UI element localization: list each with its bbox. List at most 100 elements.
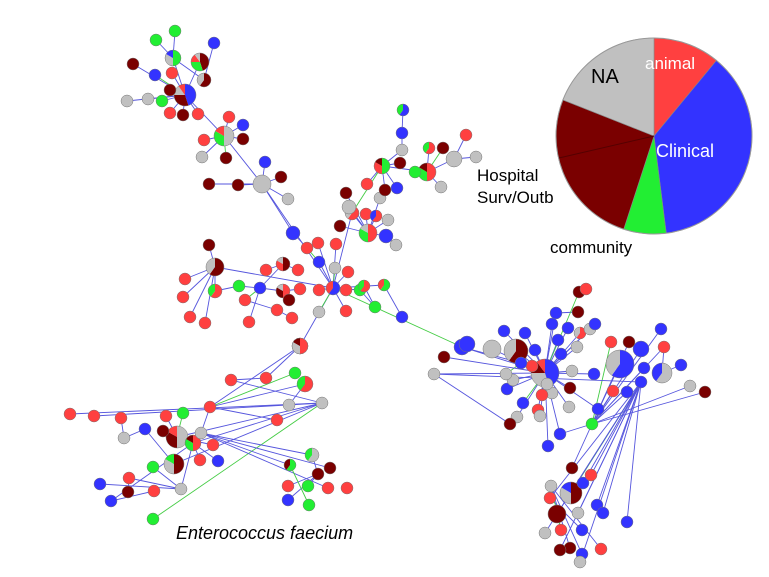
node-slice bbox=[541, 439, 555, 453]
network-edge bbox=[173, 402, 323, 465]
network-node bbox=[312, 305, 326, 319]
network-node bbox=[540, 377, 554, 391]
network-node bbox=[282, 293, 296, 307]
node-slice bbox=[427, 367, 441, 381]
species-caption: Enterococcus faecium bbox=[176, 523, 354, 543]
node-outline bbox=[304, 447, 320, 463]
network-edge bbox=[626, 381, 642, 523]
network-node bbox=[339, 186, 353, 200]
network-node bbox=[358, 223, 378, 243]
network-node bbox=[126, 57, 140, 71]
node-slice bbox=[163, 83, 177, 97]
network-node bbox=[620, 385, 634, 399]
node-slice bbox=[208, 284, 215, 297]
node-slice bbox=[148, 68, 162, 82]
node-slice bbox=[482, 339, 502, 359]
network-node bbox=[168, 24, 182, 38]
network-node bbox=[63, 407, 77, 421]
node-slice bbox=[538, 526, 552, 540]
node-slice bbox=[565, 461, 579, 475]
network-edge bbox=[99, 483, 182, 490]
node-outline bbox=[173, 83, 197, 107]
node-outline bbox=[283, 458, 297, 472]
network-node bbox=[591, 402, 605, 416]
network-node bbox=[312, 255, 326, 269]
node-slice bbox=[211, 454, 225, 468]
node-slice bbox=[544, 479, 558, 493]
network-node bbox=[587, 367, 601, 381]
network-node bbox=[543, 491, 557, 505]
node-slice bbox=[224, 373, 238, 387]
node-slice bbox=[191, 54, 200, 62]
network-node bbox=[525, 359, 539, 373]
network-node bbox=[551, 333, 565, 347]
network-node bbox=[482, 339, 502, 359]
network-node bbox=[206, 438, 220, 452]
node-slice bbox=[399, 104, 410, 116]
network-node bbox=[198, 316, 212, 330]
network-node bbox=[390, 181, 404, 195]
node-outline bbox=[373, 157, 391, 175]
node-slice bbox=[606, 384, 620, 398]
network-node bbox=[224, 373, 238, 387]
node-slice bbox=[341, 265, 355, 279]
network-node bbox=[202, 238, 216, 252]
node-slice bbox=[117, 431, 131, 445]
network-node bbox=[341, 199, 357, 215]
node-slice bbox=[499, 367, 513, 381]
node-slice bbox=[282, 293, 296, 307]
network-node bbox=[312, 283, 326, 297]
network-node bbox=[395, 126, 409, 140]
node-slice bbox=[378, 183, 392, 197]
network-edge bbox=[591, 391, 706, 425]
node-outline bbox=[275, 283, 291, 299]
pie-outline bbox=[555, 37, 753, 235]
node-slice bbox=[497, 324, 511, 338]
node-slice bbox=[183, 310, 197, 324]
node-slice bbox=[141, 92, 155, 106]
network-node bbox=[122, 471, 136, 485]
network-node bbox=[195, 150, 209, 164]
node-slice bbox=[281, 493, 295, 507]
node-slice bbox=[302, 498, 316, 512]
network-node bbox=[178, 272, 192, 286]
network-node bbox=[311, 236, 325, 250]
network-edge bbox=[591, 391, 628, 425]
network-node bbox=[259, 263, 273, 277]
network-node bbox=[242, 315, 256, 329]
network-node bbox=[563, 381, 577, 395]
network-node bbox=[427, 367, 441, 381]
node-slice bbox=[549, 306, 563, 320]
node-slice bbox=[594, 542, 608, 556]
pie-slice-divider bbox=[558, 135, 655, 159]
node-slice bbox=[191, 107, 205, 121]
node-outline bbox=[296, 375, 314, 393]
node-slice bbox=[202, 238, 216, 252]
network-node bbox=[333, 219, 347, 233]
network-node bbox=[389, 238, 403, 252]
network-edge bbox=[579, 381, 642, 563]
node-slice bbox=[236, 118, 250, 132]
node-slice bbox=[328, 281, 341, 296]
network-node bbox=[311, 467, 325, 481]
node-slice bbox=[300, 376, 313, 393]
network-node bbox=[282, 398, 296, 412]
node-slice bbox=[584, 468, 598, 482]
node-slice bbox=[301, 479, 315, 493]
node-slice bbox=[341, 199, 357, 215]
node-slice bbox=[259, 371, 273, 385]
network-node bbox=[293, 282, 307, 296]
network-node bbox=[547, 504, 567, 524]
network-node bbox=[117, 431, 131, 445]
node-slice bbox=[563, 381, 577, 395]
node-slice bbox=[312, 305, 326, 319]
network-node bbox=[500, 382, 514, 396]
node-slice bbox=[516, 396, 530, 410]
network-node bbox=[156, 424, 170, 438]
node-slice bbox=[174, 95, 189, 107]
node-slice bbox=[253, 281, 267, 295]
node-slice bbox=[312, 283, 326, 297]
network-edge bbox=[544, 291, 580, 374]
node-slice bbox=[574, 327, 580, 338]
legend-label-hospital-sub: Surv/Outb bbox=[477, 188, 554, 207]
